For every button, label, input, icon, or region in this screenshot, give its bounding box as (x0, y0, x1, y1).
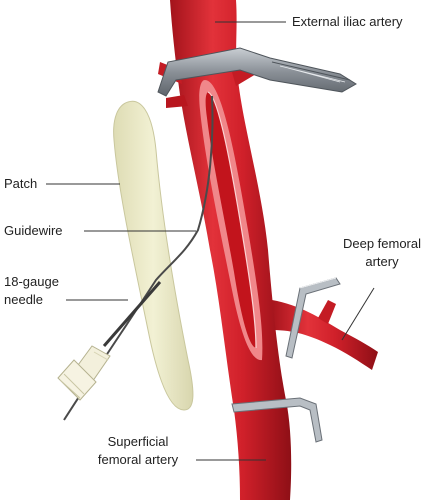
label-deep-femoral-line2: artery (365, 254, 399, 269)
deep-clamp-highlight (299, 277, 337, 289)
label-external-iliac-artery: External iliac artery (292, 14, 403, 29)
deep-femoral-leader (341, 287, 375, 341)
label-guidewire: Guidewire (4, 223, 63, 238)
upper-branch-left-2 (166, 95, 188, 108)
top-clamp-grip (279, 65, 346, 83)
label-deep-femoral-line1: Deep femoral (342, 236, 422, 251)
arteriotomy-inner (205, 92, 256, 348)
needle-shaft (102, 281, 162, 347)
patch (113, 100, 194, 411)
label-patch: Patch (4, 176, 38, 191)
top-clamp-ridge (271, 61, 351, 81)
bottom-clamp (231, 397, 323, 443)
label-needle-line1: 18-gauge (4, 274, 59, 289)
label-superficial-line2: femoral artery (97, 452, 179, 467)
label-superficial-line1: Superficial (107, 434, 169, 449)
label-needle-line2: needle (4, 292, 44, 307)
needle-hub (57, 345, 111, 401)
top-clamp (157, 47, 357, 97)
deep-femoral-twig (318, 300, 336, 324)
arteriotomy-edge (207, 91, 257, 349)
